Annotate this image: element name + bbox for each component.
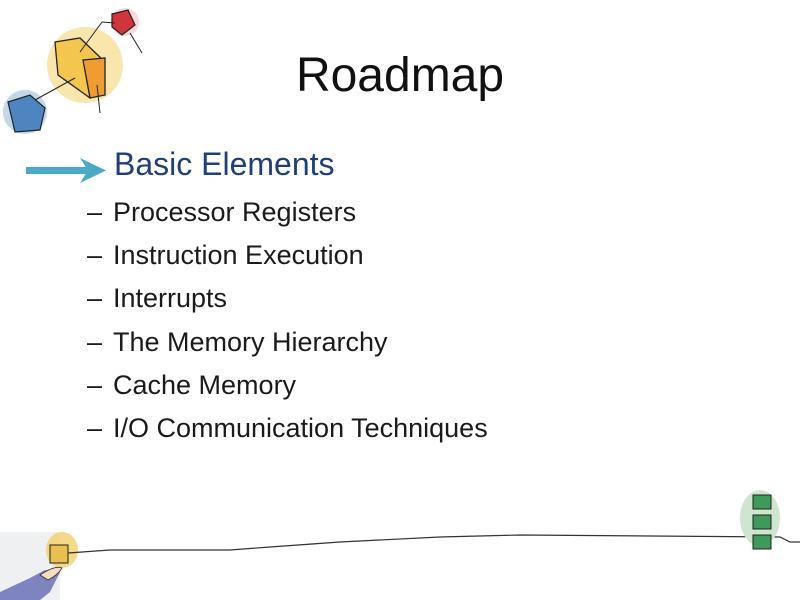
current-topic: Basic Elements xyxy=(114,146,335,182)
list-item: –Cache Memory xyxy=(87,370,297,400)
footer-connection-illustration xyxy=(0,490,800,600)
list-item: –Instruction Execution xyxy=(87,240,364,270)
list-item: –The Memory Hierarchy xyxy=(87,327,388,357)
list-item: –Processor Registers xyxy=(87,197,357,227)
slide-title: Roadmap xyxy=(295,49,505,102)
list-item: –I/O Communication Techniques xyxy=(87,413,488,443)
cubes-illustration xyxy=(3,8,143,134)
list-item: –Interrupts xyxy=(87,283,228,313)
current-topic-arrow-icon xyxy=(26,158,106,183)
